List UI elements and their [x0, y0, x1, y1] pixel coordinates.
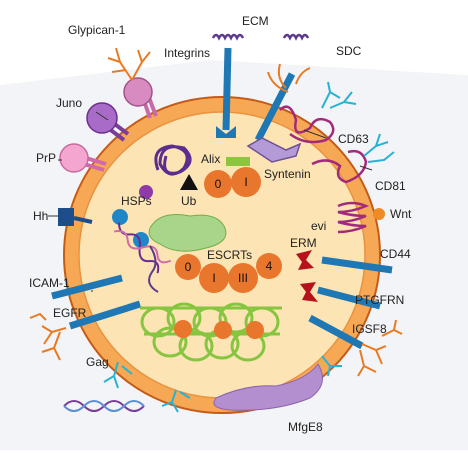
label-ub: Ub	[181, 194, 197, 208]
glypican-1-icon	[107, 47, 158, 119]
mesh-ball-3	[246, 321, 264, 339]
label-cd81: CD81	[375, 179, 406, 193]
label-evi: evi	[311, 219, 327, 233]
label-icam-1: ICAM-1	[29, 276, 70, 290]
cd63-icon	[279, 81, 357, 144]
label-alix: Alix	[201, 152, 221, 166]
dna-strand-icon	[63, 400, 145, 412]
escrt-num-3: III	[237, 271, 248, 285]
label-syntenin: Syntenin	[264, 167, 311, 181]
label-gag: Gag	[86, 355, 109, 369]
cd44-icon	[321, 256, 393, 274]
label-cd44: CD44	[380, 247, 411, 261]
sdc-icon	[254, 33, 311, 142]
escrt-ball-4	[256, 253, 282, 279]
label-egfr: EGFR	[53, 306, 87, 320]
cytosolic-protein-blob	[148, 214, 227, 252]
evi-icon	[337, 201, 385, 234]
rna-single-icon	[148, 245, 159, 293]
label-escrts: ESCRTs	[207, 248, 253, 262]
juno-icon	[86, 102, 130, 142]
escrt-ball-0	[175, 254, 201, 280]
wnt-dot-icon	[373, 208, 385, 220]
alix-num-0: 0	[214, 177, 222, 191]
label-mfge8: MfgE8	[288, 420, 323, 434]
mfge8-icon	[213, 363, 323, 411]
label-sdc: SDC	[336, 44, 362, 58]
hsp-dot-1	[112, 209, 128, 225]
label-erm: ERM	[290, 236, 317, 250]
mesh-ball-2	[214, 321, 232, 339]
escrt-ball-1	[199, 263, 229, 293]
hh-icon	[58, 208, 93, 226]
alix-num-1: I	[244, 175, 248, 189]
alix-bar	[226, 157, 250, 166]
escrt-ball-3	[228, 263, 258, 293]
label-prp: PrP	[36, 151, 57, 165]
escrt-num-0: 0	[184, 260, 192, 274]
cd81-icon	[311, 133, 395, 184]
ub-icon	[180, 174, 198, 190]
label-juno: Juno	[56, 96, 83, 110]
cytoskeleton-mesh	[140, 302, 282, 362]
label-hsps: HSPs	[121, 194, 152, 208]
integrins-icon	[211, 33, 245, 138]
gag-icon	[103, 355, 342, 413]
label-ptgfrn: PTGFRN	[355, 293, 405, 307]
label-ecm: ECM	[242, 14, 269, 28]
label-hh: Hh	[33, 209, 49, 223]
igsf8-icon	[308, 314, 403, 377]
protein-coil-icon	[139, 144, 192, 199]
escrt-num-1: I	[212, 271, 216, 285]
leader-lines	[48, 111, 373, 292]
erm-icon	[296, 250, 314, 270]
prp-icon	[59, 143, 107, 173]
mesh-ball-1	[174, 320, 192, 338]
alix-ball-0	[204, 170, 232, 198]
ptgfrn-icon	[300, 282, 381, 310]
icam-1-icon	[51, 274, 123, 300]
escrt-num-4: 4	[265, 259, 273, 273]
label-glypican-1: Glypican-1	[68, 23, 126, 37]
alix-ball-1	[231, 167, 261, 197]
label-wnt: Wnt	[390, 207, 412, 221]
label-cd63: CD63	[338, 132, 369, 146]
egfr-icon	[29, 300, 142, 361]
label-integrins: Integrins	[164, 46, 211, 60]
label-igsf8: IGSF8	[352, 322, 387, 336]
syntenin-icon	[246, 137, 302, 163]
